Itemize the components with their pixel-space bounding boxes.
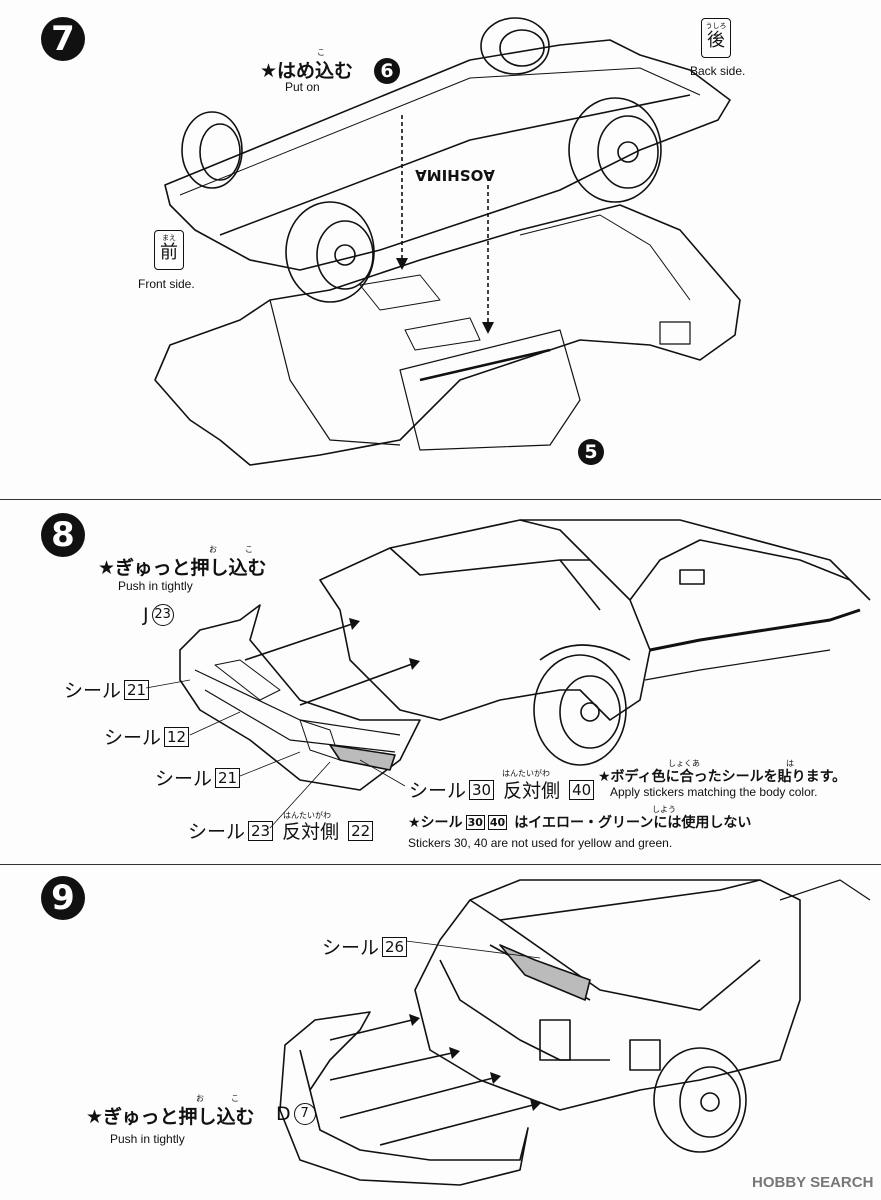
- car-roofline: [520, 519, 871, 601]
- sticker-number: 30: [469, 779, 495, 800]
- opposite-sticker-number: 22: [348, 820, 374, 841]
- sticker-label-12: シール 12: [104, 723, 190, 750]
- watermark: HOBBY SEARCH: [752, 1174, 874, 1191]
- car-hood-outline: [319, 519, 651, 721]
- body-tub-outline: [154, 204, 741, 466]
- note-2-suffix: はイエロー・グリーンには使用しない: [514, 815, 752, 831]
- note-1-en: Apply stickers matching the body color.: [610, 785, 818, 799]
- note-1-jp: ★ボディ色に合ったシールを貼ります。: [598, 769, 847, 785]
- step-7-part-chassis: 6: [374, 58, 400, 84]
- car-front-wheel: [533, 654, 627, 766]
- sticker-label-30-40: シール 30 反対側 40: [409, 776, 595, 803]
- sticker-label-23-22: シール 23 反対側 22: [188, 817, 374, 844]
- front-side-furigana: まえ: [162, 234, 176, 242]
- step-8-number: 8: [41, 513, 85, 557]
- opposite-sticker-number: 40: [569, 779, 595, 800]
- note-2-jp: ★シール 30 40 はイエロー・グリーンには使用しない: [408, 812, 751, 832]
- step-8-part-j23: J 23: [143, 604, 174, 626]
- step-7-illustration: AOSHIMA: [154, 17, 741, 466]
- note-1-ruby-ha: は: [786, 759, 794, 768]
- sticker-word: シール: [155, 768, 213, 790]
- sticker-word: シール: [322, 937, 380, 959]
- step-8-instruction-jp: ★ぎゅっと押し込む: [98, 557, 267, 579]
- sticker-word: シール: [409, 780, 467, 802]
- note-2-num-30: 30: [465, 814, 485, 830]
- step-7-instruction-jp: ★はめ込む: [260, 60, 354, 82]
- note-2-ruby: しよう: [652, 805, 676, 814]
- front-side-kanji: 前: [160, 242, 178, 263]
- divider-2: [0, 864, 881, 865]
- chassis-plate-outline: [164, 39, 731, 271]
- part-letter: D: [276, 1103, 291, 1125]
- chassis-wheel-rear-right: [568, 97, 662, 203]
- step-8-instruction-en: Push in tightly: [118, 579, 193, 593]
- car-rear-outline: [414, 879, 801, 1111]
- step-9-arrow-1: [329, 1019, 413, 1041]
- step-9-part-d7: D 7: [276, 1103, 316, 1125]
- sticker-word: シール: [64, 680, 122, 702]
- step-9-arrow-4: [379, 1104, 534, 1146]
- rear-bumper-outline: [279, 1011, 529, 1186]
- chassis-wheel-front-right: [285, 201, 375, 303]
- sticker-30-opp-ruby: はんたいがわ: [502, 769, 550, 778]
- front-side-label: Front side.: [138, 277, 195, 291]
- note-1-ruby-a: あ: [692, 759, 700, 768]
- opposite-side-word: 反対側: [503, 780, 561, 802]
- step-9-instruction-jp: ★ぎゅっと押し込む: [86, 1106, 255, 1128]
- sticker-word: シール: [188, 821, 246, 843]
- note-2-en: Stickers 30, 40 are not used for yellow …: [408, 836, 673, 850]
- step-8-ruby-komu: こ: [245, 545, 253, 554]
- car-rear-wheel: [653, 1047, 747, 1153]
- step-9-number: 9: [41, 876, 85, 920]
- step-9-arrow-3: [339, 1077, 494, 1119]
- sticker-number: 12: [164, 726, 190, 747]
- note-2-num-40: 40: [487, 814, 508, 830]
- step-7-part-body: 5: [578, 439, 604, 465]
- back-side-kanji: 後: [707, 30, 725, 51]
- part-number: 23: [151, 604, 174, 626]
- sticker-number: 26: [382, 936, 408, 957]
- step-8-arrow-1: [244, 623, 353, 661]
- part-letter: J: [143, 604, 149, 626]
- sticker-number: 21: [215, 767, 241, 788]
- part-number: 7: [293, 1103, 316, 1125]
- sticker-label-26: シール 26: [322, 933, 408, 960]
- sticker-number: 23: [248, 820, 274, 841]
- sticker-word: シール: [104, 727, 162, 749]
- sticker-label-21b: シール 21: [155, 764, 241, 791]
- rear-spoiler-sticker-area: [499, 944, 591, 1001]
- step-7-ruby: こ: [317, 48, 325, 57]
- back-side-furigana: うしろ: [705, 22, 727, 30]
- back-side-badge: うしろ 後: [701, 18, 731, 58]
- note-1-ruby-shoku: しょく: [668, 759, 692, 768]
- step-9-ruby-komu: こ: [231, 1094, 239, 1103]
- note-2-prefix: ★シール: [408, 815, 463, 831]
- sticker-label-21a: シール 21: [64, 676, 150, 703]
- front-side-badge: まえ 前: [154, 230, 184, 270]
- step-9-instruction-en: Push in tightly: [110, 1132, 185, 1146]
- step-8-arrow-2: [299, 663, 413, 706]
- step-7-instruction-en: Put on: [285, 80, 320, 94]
- divider-1: [0, 499, 881, 500]
- chassis-wheel-rear-left: [480, 17, 550, 75]
- step-9-ruby-oshi: お: [196, 1094, 204, 1103]
- step-7-number: 7: [41, 17, 85, 61]
- step-8-ruby-oshi: お: [209, 545, 217, 554]
- back-side-label: Back side.: [690, 64, 746, 78]
- step-9-arrow-2: [329, 1052, 453, 1081]
- chassis-wheel-front-left: [181, 111, 243, 189]
- opposite-side-word: 反対側: [282, 821, 340, 843]
- sticker-number: 21: [124, 679, 150, 700]
- front-bumper-outline: [179, 604, 421, 791]
- chassis-marking: AOSHIMA: [415, 166, 495, 184]
